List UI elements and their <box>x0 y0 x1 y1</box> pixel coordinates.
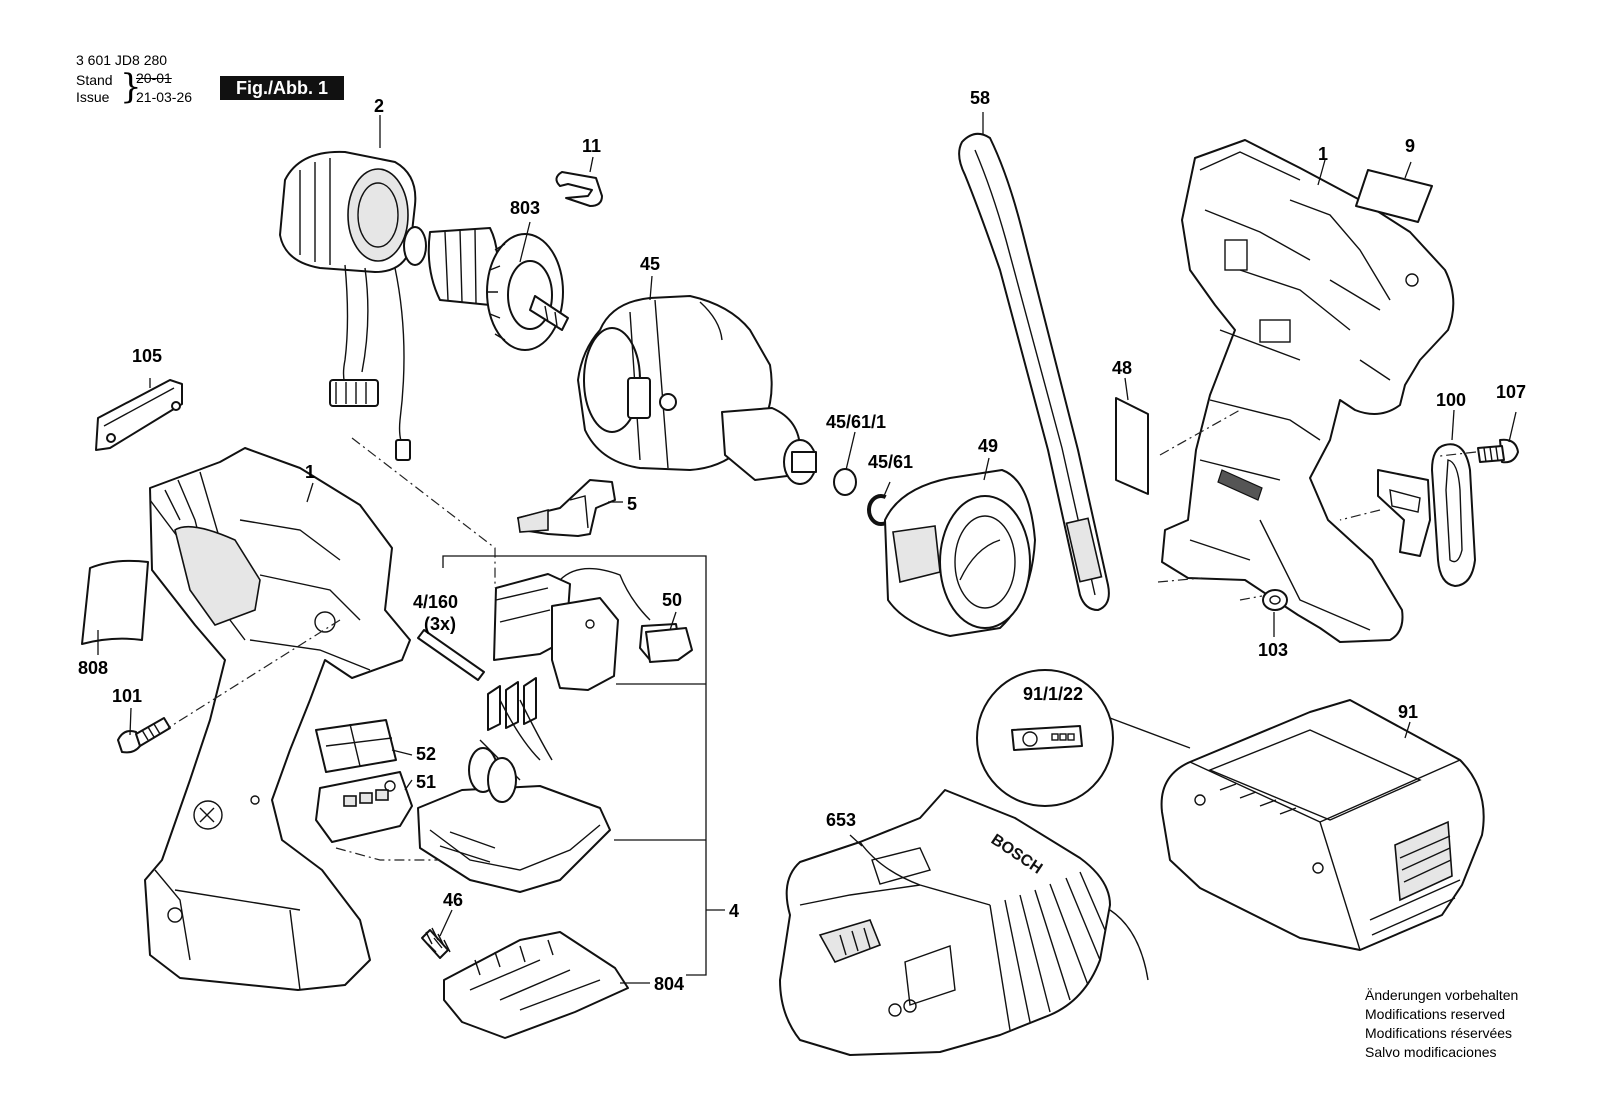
part-4-160-pin[interactable] <box>417 629 485 681</box>
detail-91-1-22 <box>976 669 1191 807</box>
callout-51: 51 <box>416 772 436 792</box>
assembly-centerlines <box>167 409 1477 861</box>
callout-58: 58 <box>970 88 990 108</box>
stand-label: Stand <box>76 72 113 88</box>
issue-date: 21-03-26 <box>136 89 193 105</box>
part-46-spring[interactable] <box>421 927 451 959</box>
bracket-part-4 <box>442 555 725 976</box>
part-103-nut[interactable] <box>1262 589 1288 611</box>
part-1-housing-left[interactable] <box>144 447 411 991</box>
callout-2: 2 <box>374 96 384 116</box>
leader-lines <box>97 112 1517 984</box>
callout-1-left: 1 <box>305 462 315 482</box>
callout-labels: 2 11 803 45 58 1 9 48 100 107 45/61/1 45… <box>78 88 1526 994</box>
callout-4: 4 <box>729 901 739 921</box>
modifications-notice: Änderungen vorbehalten Modifications res… <box>1365 986 1518 1062</box>
part-91-battery-pack[interactable] <box>1160 699 1485 951</box>
issue-label: Issue <box>76 89 110 105</box>
part-803-rotor[interactable] <box>403 226 569 351</box>
callout-46: 46 <box>443 890 463 910</box>
callout-45-61-1: 45/61/1 <box>826 412 886 432</box>
callout-101: 101 <box>112 686 142 706</box>
part-808-label[interactable] <box>81 559 149 645</box>
callout-653: 653 <box>826 810 856 830</box>
modifications-line-de: Änderungen vorbehalten <box>1365 987 1519 1003</box>
part-5-switch-slider[interactable] <box>517 479 616 537</box>
part-653-charger[interactable]: BOSCH <box>779 789 1149 1056</box>
brace-symbol: } <box>120 67 142 107</box>
modifications-line-en: Modifications reserved <box>1365 1006 1506 1022</box>
figure-badge: Fig./Abb. 1 <box>220 76 344 100</box>
callout-1-right: 1 <box>1318 144 1328 164</box>
part-105-cover[interactable] <box>95 379 183 451</box>
callout-107: 107 <box>1496 382 1526 402</box>
part-49-nose-cover[interactable] <box>884 469 1036 637</box>
callout-804: 804 <box>654 974 684 994</box>
callout-3x: (3x) <box>424 614 456 634</box>
part-4-electronics-module[interactable] <box>417 567 681 893</box>
callout-49: 49 <box>978 436 998 456</box>
part-107-screw[interactable] <box>1477 438 1519 464</box>
callout-5: 5 <box>627 494 637 514</box>
callout-808: 808 <box>78 658 108 678</box>
modifications-line-es: Salvo modificaciones <box>1365 1044 1497 1060</box>
callout-52: 52 <box>416 744 436 764</box>
part-50-lever[interactable] <box>645 627 693 663</box>
callout-100: 100 <box>1436 390 1466 410</box>
modifications-line-fr: Modifications réservées <box>1365 1025 1513 1041</box>
part-45-gear-housing[interactable] <box>577 295 817 485</box>
callout-11: 11 <box>582 136 601 156</box>
callout-9: 9 <box>1405 136 1415 156</box>
callout-803: 803 <box>510 198 540 218</box>
part-51-display-board[interactable] <box>315 771 413 843</box>
document-number: 3 601 JD8 280 <box>76 52 168 68</box>
callout-50: 50 <box>662 590 682 610</box>
part-45-61-1-ring[interactable] <box>833 468 857 496</box>
part-101-screw[interactable] <box>117 717 171 754</box>
callout-45-61: 45/61 <box>868 452 913 472</box>
callout-45: 45 <box>640 254 660 274</box>
callout-91-1-22: 91/1/22 <box>1023 684 1083 704</box>
part-1-housing-right[interactable] <box>1161 139 1455 643</box>
callout-91: 91 <box>1398 702 1418 722</box>
part-100-hook[interactable] <box>1377 443 1476 587</box>
part-804-terminal-plate[interactable] <box>443 931 629 1039</box>
callout-48: 48 <box>1112 358 1132 378</box>
callout-103: 103 <box>1258 640 1288 660</box>
part-58-strap[interactable] <box>958 132 1110 611</box>
part-52-label[interactable] <box>315 719 397 773</box>
part-11-clip[interactable] <box>555 171 603 207</box>
callout-105: 105 <box>132 346 162 366</box>
part-9-label[interactable] <box>1355 169 1433 223</box>
part-48-pad[interactable] <box>1115 397 1149 495</box>
part-2-stator[interactable] <box>279 150 417 461</box>
stand-old-date: 20-01 <box>136 70 172 86</box>
callout-4-160: 4/160 <box>413 592 458 612</box>
